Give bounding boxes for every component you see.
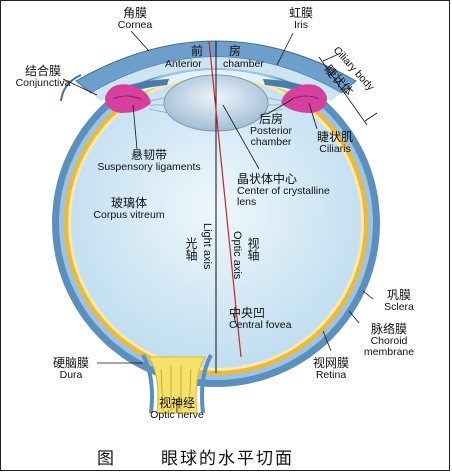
label-retina-en: Retina xyxy=(315,368,347,381)
label-choroid-en1: Choroid xyxy=(370,334,408,347)
label-cornea: 角膜 Cornea xyxy=(118,7,152,31)
label-lens-center-zh: 晶状体中心 xyxy=(237,172,298,186)
label-choroid-en2: membrane xyxy=(363,345,415,358)
label-central-fovea: 中央凹 Central fovea xyxy=(229,307,291,331)
dura-sheath xyxy=(141,354,154,414)
label-lens-center-en1: Center of crystalline xyxy=(237,184,330,197)
label-light-axis-en: Light axis xyxy=(201,223,213,270)
label-optic-nerve-zh: 视神经 xyxy=(158,396,196,410)
label-ciliaris: 睫状肌 Ciliaris xyxy=(317,131,353,155)
label-retina: 视网膜 Retina xyxy=(313,357,349,381)
label-lens-center: 晶状体中心 Center of crystalline lens xyxy=(237,173,330,208)
label-sclera: 巩膜 Sclera xyxy=(384,289,414,313)
label-dura: 硬脑膜 Dura xyxy=(53,357,89,381)
label-optic-nerve: 视神经 Optic nerve xyxy=(150,397,204,421)
figure-caption: 图 眼球的水平切面 xyxy=(1,444,449,470)
label-posterior-chamber: 后房 Posterior chamber xyxy=(250,113,292,148)
label-iris: 虹膜 Iris xyxy=(289,7,313,31)
label-optic-nerve-en: Optic nerve xyxy=(150,408,204,421)
label-posterior-chamber-zh: 后房 xyxy=(258,112,284,126)
label-corpus-vitreum-en: Corpus vitreum xyxy=(93,208,165,221)
label-corpus-vitreum: 玻璃体 Corpus vitreum xyxy=(93,197,164,221)
label-retina-zh: 视网膜 xyxy=(312,356,350,370)
label-central-fovea-zh: 中央凹 xyxy=(229,306,266,320)
conjunctiva-line xyxy=(60,74,82,102)
label-optic-axis-zh: 视轴 xyxy=(246,237,260,261)
label-optic-axis-en: Optic axis xyxy=(231,231,243,280)
label-light-axis-zh: 光轴 xyxy=(184,237,198,261)
label-suspensory-ligaments: 悬韧带 Suspensory ligaments xyxy=(97,149,200,173)
label-suspensory-en: Suspensory ligaments xyxy=(97,160,201,173)
label-cornea-en: Cornea xyxy=(117,18,153,31)
caption-prefix: 图 xyxy=(97,449,116,469)
label-iris-en: Iris xyxy=(293,18,308,31)
label-conjunctiva: 结合膜 Conjunctiva xyxy=(16,65,71,89)
label-dura-en: Dura xyxy=(59,368,83,381)
label-posterior-chamber-en1: Posterior xyxy=(249,124,293,137)
label-lens-center-en2: lens xyxy=(237,195,257,208)
ciliary-body-right xyxy=(281,84,327,113)
label-conjunctiva-zh: 结合膜 xyxy=(24,64,61,78)
label-dura-zh: 硬脑膜 xyxy=(52,356,90,370)
label-central-fovea-en: Central fovea xyxy=(229,318,292,331)
label-choroid: 脉络膜 Choroid membrane xyxy=(364,323,414,358)
label-iris-zh: 虹膜 xyxy=(288,6,314,20)
label-anterior-chamber-zh-front: 前 xyxy=(191,44,204,58)
label-corpus-vitreum-zh: 玻璃体 xyxy=(110,196,148,210)
label-anterior-chamber-zh-back: 房 xyxy=(229,44,242,58)
label-ciliaris-en: Ciliaris xyxy=(319,142,351,155)
optic-axis-line xyxy=(208,40,242,358)
label-chamber-en: chamber xyxy=(223,58,264,70)
label-cornea-zh: 角膜 xyxy=(122,6,148,20)
anterior-chamber xyxy=(109,70,323,101)
label-suspensory-zh: 悬韧带 xyxy=(130,148,167,162)
label-anterior-en: Anterior xyxy=(165,58,202,70)
label-posterior-chamber-en2: chamber xyxy=(250,135,292,148)
label-choroid-zh: 脉络膜 xyxy=(370,322,408,336)
ciliary-body-left xyxy=(105,84,151,113)
caption-title: 眼球的水平切面 xyxy=(161,449,294,469)
label-sclera-en: Sclera xyxy=(384,300,414,313)
label-ciliaris-zh: 睫状肌 xyxy=(316,130,354,144)
label-conjunctiva-en: Conjunctiva xyxy=(15,76,71,89)
label-sclera-zh: 巩膜 xyxy=(386,288,412,302)
